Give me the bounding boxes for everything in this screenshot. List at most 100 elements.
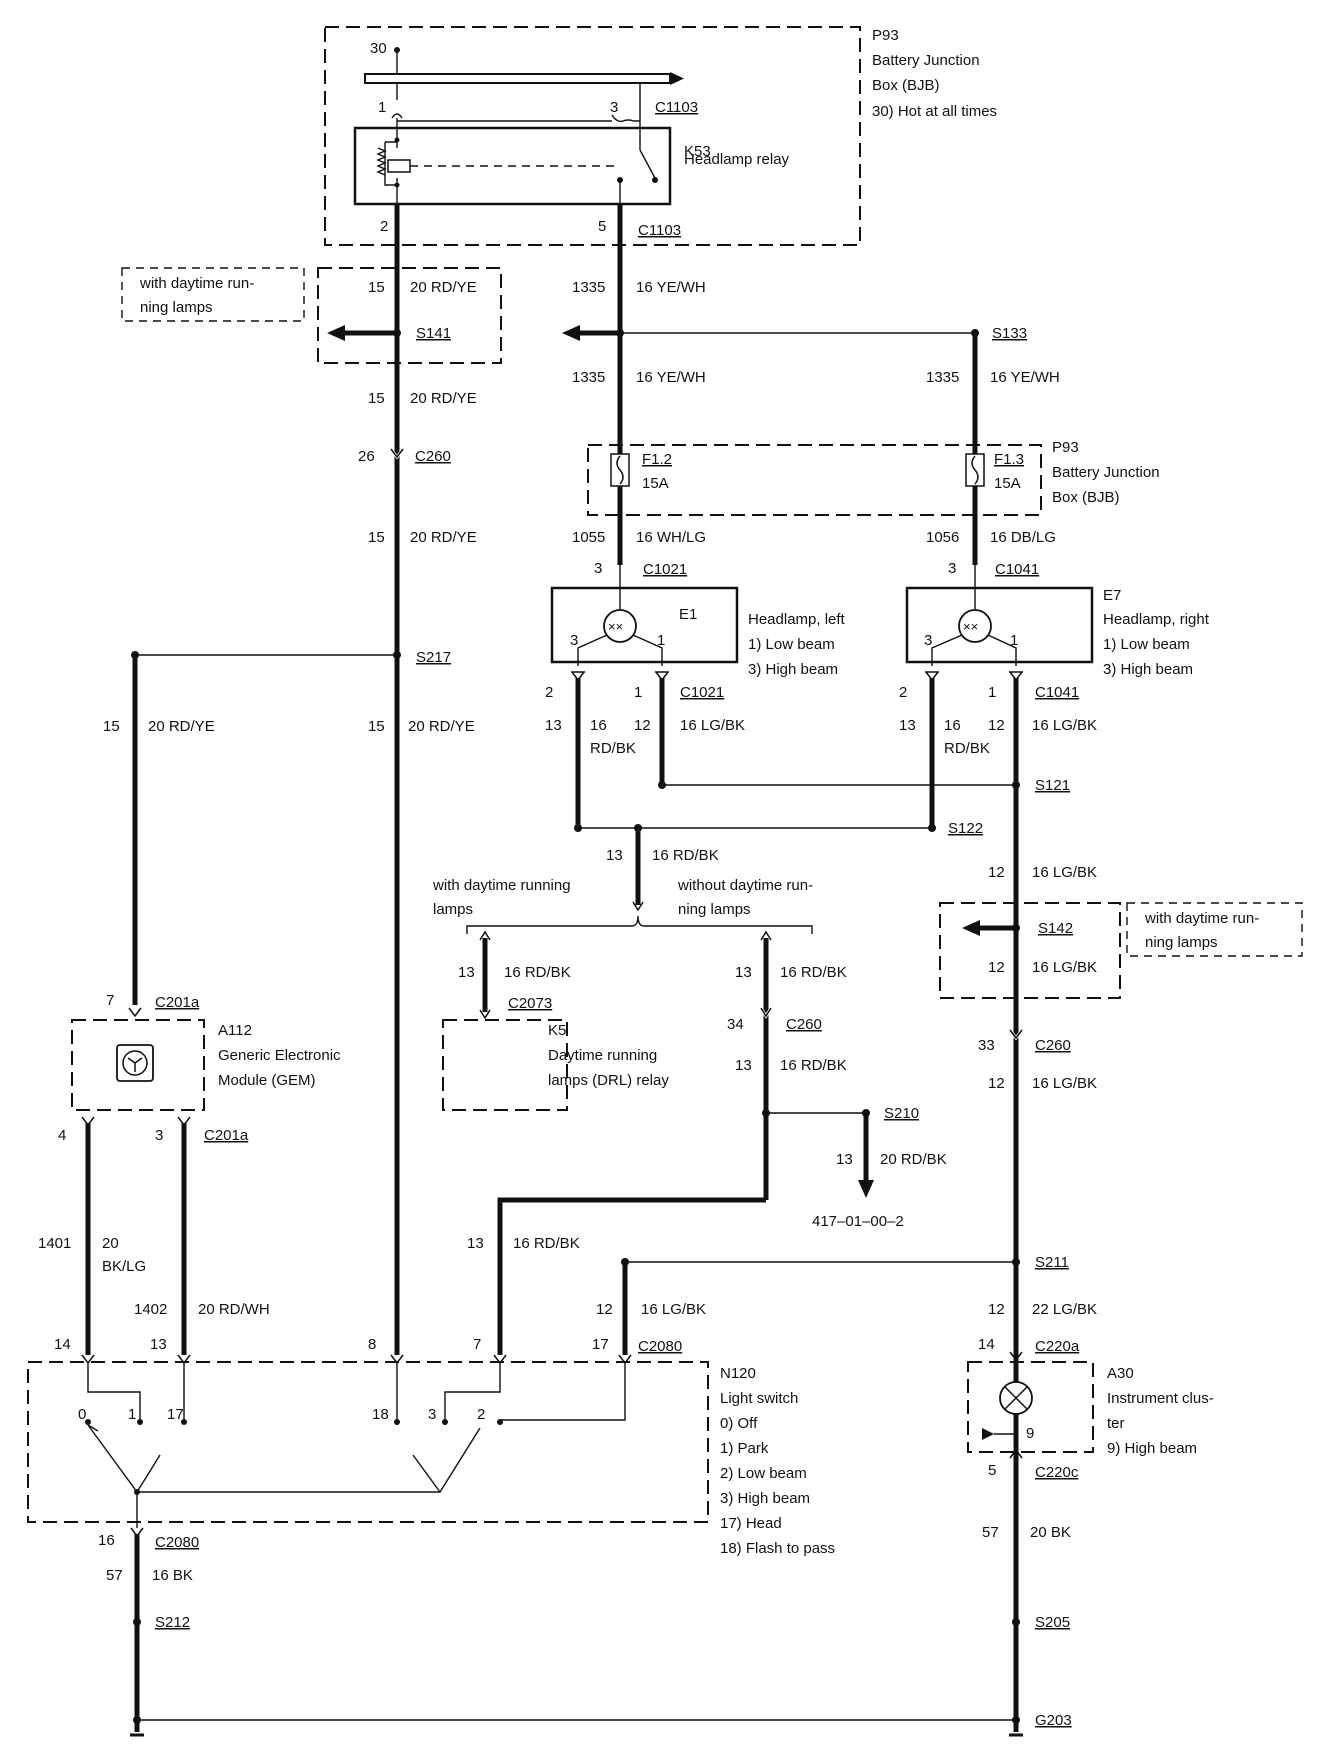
svg-text:Headlamp relay: Headlamp relay [684,151,790,168]
light-switch-section: 14 13 8 7 17 C2080 0 1 17 18 3 2 N120 Li… [27,1336,835,1732]
ground-g203: G203 [1035,1712,1072,1729]
svg-text:20 RD/YE: 20 RD/YE [148,718,215,735]
svg-text:1335: 1335 [572,369,605,386]
svg-text:0) Off: 0) Off [720,1415,758,1432]
svg-text:3: 3 [610,99,618,116]
splice-s133: S133 [992,325,1027,342]
svg-text:1) Low beam: 1) Low beam [1103,636,1190,653]
splice-s142: S142 [1038,920,1073,937]
relay-k53-box [353,126,672,206]
svg-text:3: 3 [155,1127,163,1144]
gem-ref: A112 [218,1022,252,1039]
conn-c220a: C220a [1035,1338,1080,1355]
svg-text:1) Park: 1) Park [720,1440,769,1457]
conn-c260-right: C260 [1035,1037,1071,1054]
center-trunk: 1335 16 YE/WH 1335 16 YE/WH S133 1335 16… [562,204,1060,445]
svg-text:16 RD/BK: 16 RD/BK [652,847,719,864]
svg-text:1335: 1335 [572,279,605,296]
svg-text:20 BK: 20 BK [1030,1524,1071,1541]
conn-c201a-bottom: C201a [204,1127,249,1144]
svg-text:13: 13 [899,717,916,734]
svg-text:5: 5 [988,1462,996,1479]
svg-text:57: 57 [106,1567,123,1584]
svg-text:16 LG/BK: 16 LG/BK [1032,1075,1097,1092]
gem-section: 7 C201a A112 Generic Electronic Module (… [38,992,341,1355]
svg-text:2: 2 [545,684,553,701]
svg-text:12: 12 [988,1301,1005,1318]
svg-text:Headlamp, right: Headlamp, right [1103,611,1210,628]
svg-text:26: 26 [358,448,375,465]
svg-text:××: ×× [608,619,623,634]
splice-s121: S121 [1035,777,1070,794]
drl-relay-k5-box [442,1019,568,1111]
svg-text:5: 5 [598,218,606,235]
svg-text:20 RD/YE: 20 RD/YE [408,718,475,735]
svg-text:22 LG/BK: 22 LG/BK [1032,1301,1097,1318]
conn-c1103-top: C1103 [655,99,698,116]
svg-text:33: 33 [978,1037,995,1054]
s142-option-box [939,902,1121,999]
svg-text:13: 13 [735,964,752,981]
light-switch-n120-box [27,1361,709,1523]
svg-text:34: 34 [727,1016,744,1033]
svg-text:2: 2 [380,218,388,235]
no-drl-path: 13 16 RD/BK 34 C260 13 16 RD/BK S210 13 … [467,930,947,1355]
svg-text:18: 18 [372,1406,389,1423]
conn-c1041-bottom: C1041 [1035,684,1079,701]
svg-text:20: 20 [102,1235,119,1252]
svg-text:15: 15 [368,529,385,546]
svg-text:16: 16 [944,717,961,734]
svg-text:16 LG/BK: 16 LG/BK [1032,959,1097,976]
svg-text:1056: 1056 [926,529,959,546]
conn-c2080-bottom: C2080 [155,1534,199,1551]
center-arrow [562,325,580,341]
svg-text:18) Flash to pass: 18) Flash to pass [720,1540,835,1557]
svg-text:3: 3 [924,632,932,649]
svg-text:1: 1 [988,684,996,701]
svg-text:with daytime running: with daytime running [432,877,571,894]
svg-text:13: 13 [545,717,562,734]
svg-text:7: 7 [106,992,114,1009]
svg-text:17: 17 [592,1336,609,1353]
svg-text:15: 15 [368,718,385,735]
svg-text:12: 12 [988,959,1005,976]
svg-text:1401: 1401 [38,1235,71,1252]
svg-text:2: 2 [899,684,907,701]
svg-text:13: 13 [467,1235,484,1252]
svg-text:2: 2 [477,1406,485,1423]
conn-c1103-bottom: C1103 [638,222,681,239]
svg-text:Battery Junction: Battery Junction [1052,464,1160,481]
svg-text:20 RD/YE: 20 RD/YE [410,279,477,296]
svg-text:ter: ter [1107,1415,1125,1432]
svg-text:15A: 15A [642,475,669,492]
splice-s210: S210 [884,1105,919,1122]
svg-text:9: 9 [1026,1425,1034,1442]
svg-text:1402: 1402 [134,1301,167,1318]
bjb-fuse-ref: P93 [1052,439,1079,456]
svg-text:17: 17 [167,1406,184,1423]
cluster-section: 14 C220a 9 A30 Instrument clus- ter 9) H… [967,1336,1214,1732]
svg-text:1: 1 [1010,632,1018,649]
splice-s122: S122 [948,820,983,837]
svg-text:1: 1 [128,1406,136,1423]
cluster-ref: A30 [1107,1365,1134,1382]
left-trunk: 15 20 RD/YE S141 15 20 RD/YE 26 C260 15 … [103,204,502,1355]
svg-text:F1.2: F1.2 [642,451,672,468]
svg-text:15: 15 [368,390,385,407]
svg-text:with daytime run-: with daytime run- [139,275,254,292]
bjb-fuse-section: F1.2 15A F1.3 15A P93 Battery Junction B… [587,439,1160,565]
svg-text:4: 4 [58,1127,66,1144]
headlamp-left-ref: E1 [679,606,697,623]
svg-text:Headlamp, left: Headlamp, left [748,611,846,628]
svg-text:57: 57 [982,1524,999,1541]
svg-text:20 RD/BK: 20 RD/BK [880,1151,947,1168]
svg-text:Instrument clus-: Instrument clus- [1107,1390,1214,1407]
svg-text:14: 14 [54,1336,71,1353]
svg-text:8: 8 [368,1336,376,1353]
conn-c201a-top: C201a [155,994,200,1011]
svg-text:Daytime running: Daytime running [548,1047,657,1064]
svg-text:14: 14 [978,1336,995,1353]
headlamp-right-bulb-icon [958,609,992,643]
svg-text:16 YE/WH: 16 YE/WH [990,369,1060,386]
